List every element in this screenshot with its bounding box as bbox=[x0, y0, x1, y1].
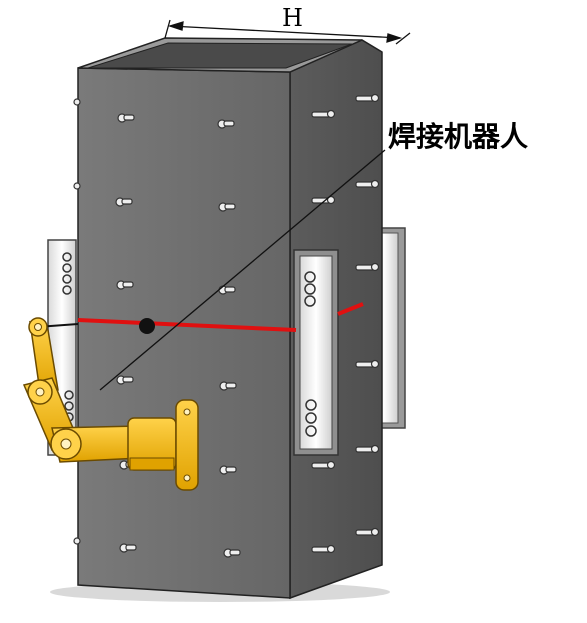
weld-seam bbox=[77, 302, 364, 332]
dimension-label: H bbox=[282, 4, 303, 32]
box-front-face bbox=[77, 67, 291, 599]
callout-leader-line bbox=[99, 149, 386, 391]
front-face-bolts bbox=[73, 98, 241, 558]
front-right-clamp-plate bbox=[293, 249, 339, 456]
callout-label: 焊接机器人 bbox=[388, 120, 528, 153]
weld-point bbox=[139, 318, 155, 334]
right-face-bolts bbox=[311, 93, 380, 554]
box-top-rim bbox=[77, 37, 363, 73]
dimension-h bbox=[164, 19, 411, 45]
welding-robot bbox=[22, 317, 199, 491]
